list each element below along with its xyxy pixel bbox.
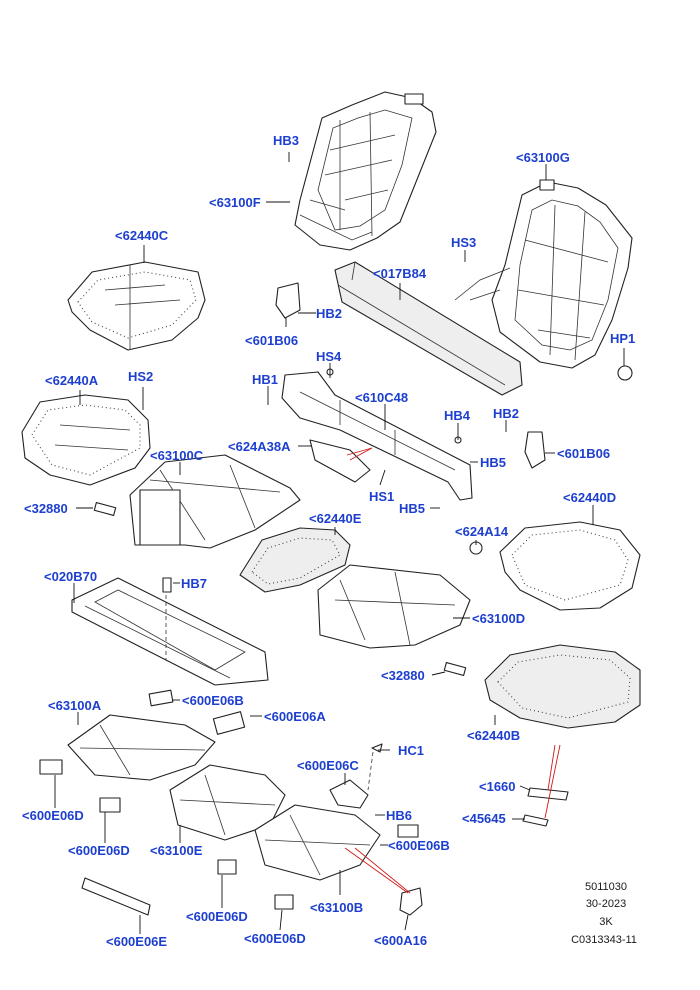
callout-1660[interactable]: <1660 bbox=[479, 779, 516, 794]
callout-600e06d-mid[interactable]: <600E06D bbox=[68, 843, 130, 858]
callout-hb4[interactable]: HB4 bbox=[444, 408, 471, 423]
callout-hb1[interactable]: HB1 bbox=[252, 372, 278, 387]
callout-63100d[interactable]: <63100D bbox=[472, 611, 525, 626]
footer-variant: 3K bbox=[599, 916, 613, 928]
callout-600e06c[interactable]: <600E06C bbox=[297, 758, 359, 773]
callout-63100c[interactable]: <63100C bbox=[150, 448, 204, 463]
callout-63100g[interactable]: <63100G bbox=[516, 150, 570, 165]
callout-63100f[interactable]: <63100F bbox=[209, 195, 261, 210]
callout-600e06b-bottom[interactable]: <600E06B bbox=[388, 838, 450, 853]
footer-illustration-id: C0313343-11 bbox=[571, 934, 637, 946]
base-frame-020b70 bbox=[71, 577, 269, 686]
seat-pan-62440a bbox=[21, 394, 151, 486]
callout-600e06d-left[interactable]: <600E06D bbox=[22, 808, 84, 823]
callout-62440e[interactable]: <62440E bbox=[309, 511, 362, 526]
cushion-frame-63100c bbox=[129, 454, 301, 549]
callout-63100b[interactable]: <63100B bbox=[310, 900, 363, 915]
callout-600e06d-bottom2[interactable]: <600E06D bbox=[244, 931, 306, 946]
callout-labels: HB3 <63100G <63100F <62440C HS3 <017B84 … bbox=[22, 133, 635, 949]
callout-62440d[interactable]: <62440D bbox=[563, 490, 616, 505]
rail-assembly-63100a bbox=[67, 714, 216, 781]
seat-pan-62440b bbox=[484, 644, 641, 729]
small-fixings bbox=[39, 282, 633, 916]
seat-pan-62440c bbox=[67, 261, 206, 351]
callout-600e06e[interactable]: <600E06E bbox=[106, 934, 167, 949]
seat-pan-62440e bbox=[239, 527, 351, 593]
callout-624a38a[interactable]: <624A38A bbox=[228, 439, 291, 454]
callout-hb7[interactable]: HB7 bbox=[181, 576, 207, 591]
footer-date: 30-2023 bbox=[586, 898, 626, 910]
leader-lines bbox=[54, 152, 625, 934]
callout-hb6[interactable]: HB6 bbox=[386, 808, 412, 823]
diagram-footer: 5011030 30-2023 3K C0313343-11 bbox=[571, 881, 637, 946]
callout-600e06d-bottom[interactable]: <600E06D bbox=[186, 909, 248, 924]
rail-assembly-63100b bbox=[254, 804, 381, 881]
callout-600a16[interactable]: <600A16 bbox=[374, 933, 427, 948]
bracket-610c48 bbox=[281, 368, 473, 501]
callout-hb5-bottom[interactable]: HB5 bbox=[399, 501, 425, 516]
highlight-lines bbox=[344, 447, 561, 894]
callout-hb2-right[interactable]: HB2 bbox=[493, 406, 519, 421]
callout-600e06b-top[interactable]: <600E06B bbox=[182, 693, 244, 708]
callout-624a14[interactable]: <624A14 bbox=[455, 524, 509, 539]
callout-62440a[interactable]: <62440A bbox=[45, 373, 99, 388]
callout-32880-right[interactable]: <32880 bbox=[381, 668, 425, 683]
callout-610c48[interactable]: <610C48 bbox=[355, 390, 408, 405]
seat-back-frame-63100g bbox=[454, 179, 633, 369]
seat-pan-62440d bbox=[499, 521, 641, 611]
callout-hs3[interactable]: HS3 bbox=[451, 235, 476, 250]
callout-hb2-top[interactable]: HB2 bbox=[316, 306, 342, 321]
assembly-dashline-hc1 bbox=[367, 751, 374, 791]
callout-601b06-left[interactable]: <601B06 bbox=[245, 333, 298, 348]
squab-trim-017b84 bbox=[334, 261, 523, 396]
callout-hs4[interactable]: HS4 bbox=[316, 349, 342, 364]
callout-017b84[interactable]: <017B84 bbox=[373, 266, 427, 281]
callout-45645[interactable]: <45645 bbox=[462, 811, 506, 826]
callout-hs1[interactable]: HS1 bbox=[369, 489, 394, 504]
callout-62440c[interactable]: <62440C bbox=[115, 228, 169, 243]
cushion-frame-63100d bbox=[317, 564, 471, 649]
rail-assembly-63100e bbox=[169, 764, 286, 841]
callout-020b70[interactable]: <020B70 bbox=[44, 569, 97, 584]
callout-600e06a[interactable]: <600E06A bbox=[264, 709, 326, 724]
seat-back-frame-63100f bbox=[294, 91, 437, 251]
callout-63100e[interactable]: <63100E bbox=[150, 843, 203, 858]
callout-hs2[interactable]: HS2 bbox=[128, 369, 153, 384]
callout-hb5-top[interactable]: HB5 bbox=[480, 455, 506, 470]
callout-hc1[interactable]: HC1 bbox=[398, 743, 424, 758]
callout-32880-left[interactable]: <32880 bbox=[24, 501, 68, 516]
callout-601b06-right[interactable]: <601B06 bbox=[557, 446, 610, 461]
footer-code: 5011030 bbox=[585, 881, 627, 893]
callout-62440b[interactable]: <62440B bbox=[467, 728, 520, 743]
callout-63100a[interactable]: <63100A bbox=[48, 698, 102, 713]
callout-hp1[interactable]: HP1 bbox=[610, 331, 635, 346]
callout-hb3[interactable]: HB3 bbox=[273, 133, 299, 148]
